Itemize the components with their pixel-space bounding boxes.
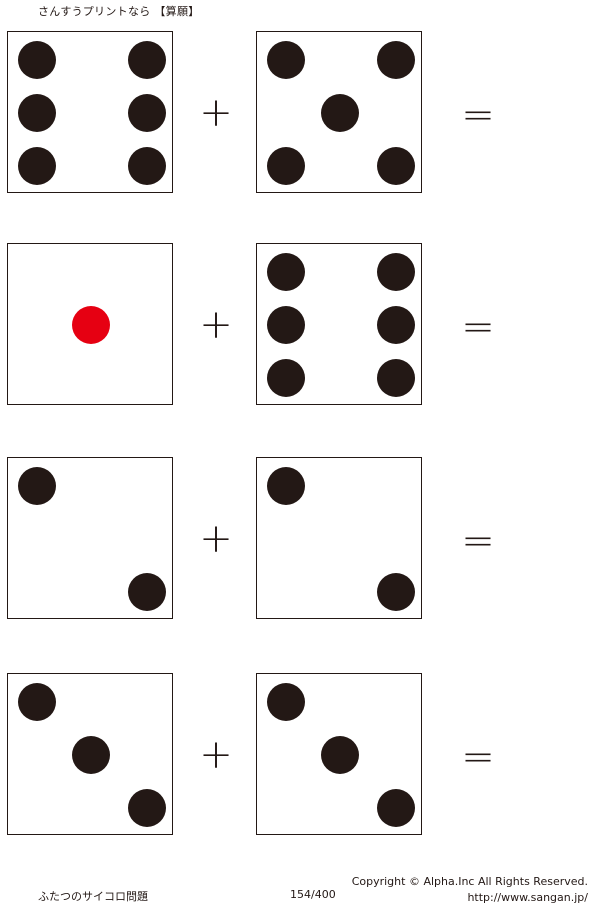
plus-sign: + xyxy=(199,302,233,348)
die-pip xyxy=(128,41,166,79)
die-pip xyxy=(377,41,415,79)
die-pip xyxy=(377,253,415,291)
die-pip xyxy=(18,147,56,185)
die-pip xyxy=(128,573,166,611)
equals-sign: = xyxy=(461,92,495,138)
die-pip xyxy=(267,253,305,291)
plus-sign: + xyxy=(199,516,233,562)
die-pip xyxy=(377,573,415,611)
plus-sign: + xyxy=(199,732,233,778)
die-pip xyxy=(377,306,415,344)
worksheet-title: ふたつのサイコロ問題 xyxy=(38,890,148,903)
die-left xyxy=(7,673,173,835)
website-link[interactable]: http://www.sangan.jp/ xyxy=(467,891,588,904)
die-pip xyxy=(267,41,305,79)
die-pip xyxy=(18,467,56,505)
die-right xyxy=(256,673,422,835)
plus-sign: + xyxy=(199,90,233,136)
die-right xyxy=(256,457,422,619)
die-right xyxy=(256,243,422,405)
die-right xyxy=(256,31,422,193)
die-pip xyxy=(377,147,415,185)
equals-sign: = xyxy=(461,304,495,350)
copyright-text: Copyright © Alpha.Inc All Rights Reserve… xyxy=(351,875,588,888)
die-pip xyxy=(18,41,56,79)
die-pip xyxy=(267,147,305,185)
die-left xyxy=(7,31,173,193)
die-pip xyxy=(18,94,56,132)
equals-sign: = xyxy=(461,518,495,564)
die-pip xyxy=(128,789,166,827)
die-pip xyxy=(267,306,305,344)
page-number: 154/400 xyxy=(290,888,336,901)
die-pip xyxy=(267,467,305,505)
die-pip xyxy=(321,736,359,774)
die-pip xyxy=(267,683,305,721)
footer-credits: Copyright © Alpha.Inc All Rights Reserve… xyxy=(352,874,588,906)
die-pip xyxy=(321,94,359,132)
die-pip xyxy=(377,789,415,827)
header-title: さんすうプリントなら 【算願】 xyxy=(38,5,200,18)
equals-sign: = xyxy=(461,734,495,780)
die-pip xyxy=(72,306,110,344)
die-left xyxy=(7,243,173,405)
die-pip xyxy=(377,359,415,397)
die-pip xyxy=(18,683,56,721)
die-pip xyxy=(267,359,305,397)
die-left xyxy=(7,457,173,619)
die-pip xyxy=(128,94,166,132)
die-pip xyxy=(72,736,110,774)
die-pip xyxy=(128,147,166,185)
